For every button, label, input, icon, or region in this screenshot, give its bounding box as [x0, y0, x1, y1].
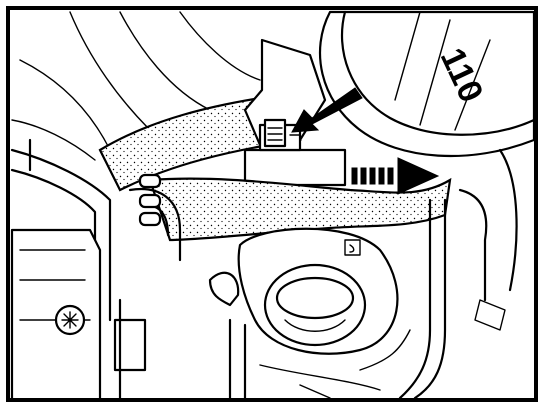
lower-detail-lines	[259, 329, 411, 398]
small-hose	[208, 271, 247, 398]
frame-border	[6, 6, 538, 402]
hose-clamps	[138, 173, 162, 227]
lower-coolant-hose	[148, 177, 452, 242]
fan-shroud	[11, 11, 261, 161]
pointer-arrow	[291, 87, 363, 133]
sensor-housing	[243, 118, 347, 187]
sensor-bolt	[263, 118, 287, 148]
left-pipes	[10, 138, 182, 322]
removal-direction-arrow	[351, 157, 440, 195]
engine-block	[10, 228, 147, 398]
pump-housing	[237, 227, 399, 355]
right-side-components	[398, 148, 518, 398]
reservoir-cap: 110	[318, 10, 534, 158]
